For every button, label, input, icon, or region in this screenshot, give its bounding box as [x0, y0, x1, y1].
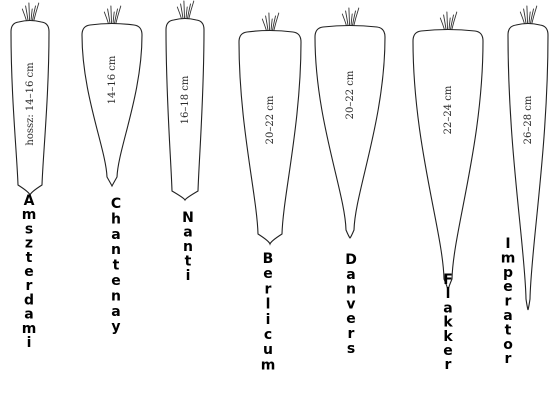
variety-name-letter: a [111, 227, 120, 243]
size-label: 16–18 cm [180, 75, 191, 124]
size-label: 20–22 cm [345, 70, 356, 119]
variety-name-letter: i [266, 312, 271, 328]
size-label: hossz: 14–16 cm [25, 62, 36, 146]
size-label: 14–16 cm [107, 55, 118, 104]
variety-name-letter: m [261, 357, 276, 373]
size-label: 26–28 cm [523, 95, 534, 144]
variety-name-letter: l [266, 297, 271, 313]
variety-name-letter: v [346, 296, 355, 312]
variety-name-letter: c [264, 327, 272, 343]
size-label: 22–24 cm [443, 85, 454, 134]
variety-name-letter: h [111, 211, 121, 227]
variety-name-letter: D [345, 252, 357, 268]
variety-name-letter: C [111, 196, 121, 212]
carrot-body [508, 24, 548, 311]
variety-name-letter: i [27, 335, 32, 351]
variety-name-letter: r [265, 281, 272, 297]
variety-name-letter: e [111, 273, 121, 289]
variety-name-letter: e [263, 266, 273, 282]
variety-name-letter: r [505, 351, 512, 367]
variety-name-letter: B [263, 251, 274, 267]
variety-name-letter: y [111, 319, 120, 335]
variety-name-letter: u [263, 342, 273, 358]
variety-name-letter: e [346, 311, 356, 327]
carrot-body [413, 30, 483, 291]
variety-name-letter: n [346, 282, 356, 298]
size-label: 20–22 cm [265, 95, 276, 144]
variety-name-letter: a [111, 304, 120, 320]
variety-name-letter: r [348, 326, 355, 342]
variety-name-letter: n [111, 242, 121, 258]
variety-name-letter: s [347, 341, 355, 357]
variety-name-letter: t [113, 258, 120, 274]
variety-name-letter: a [346, 267, 355, 283]
variety-name-letter: i [186, 268, 191, 284]
variety-name-letter: r [445, 357, 452, 373]
carrot-body [315, 26, 385, 239]
variety-name-letter: n [111, 288, 121, 304]
